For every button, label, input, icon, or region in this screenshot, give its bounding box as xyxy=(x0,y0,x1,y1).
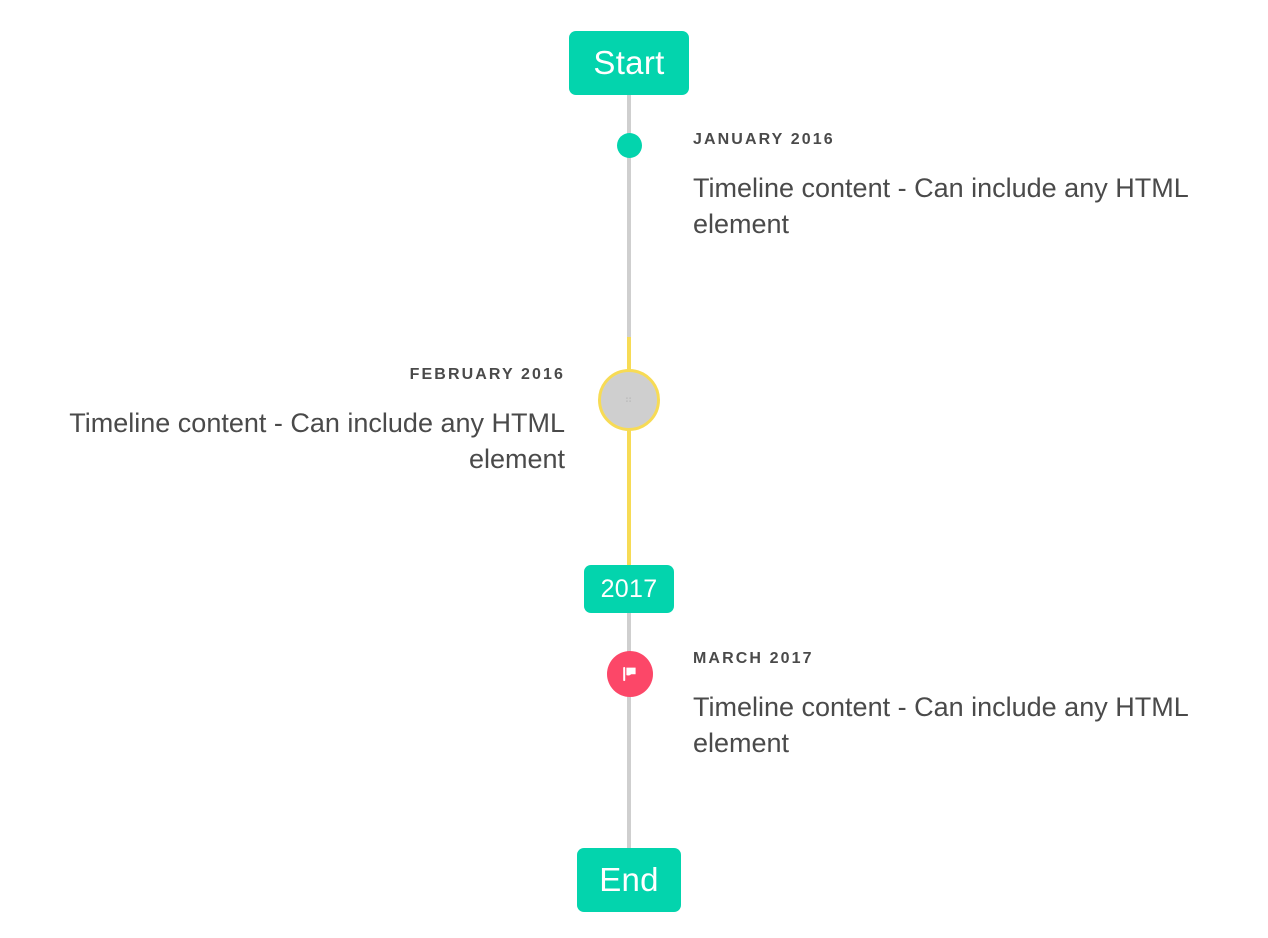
timeline-start-badge[interactable]: Start xyxy=(569,31,689,95)
timeline-entry-january: JANUARY 2016 Timeline content - Can incl… xyxy=(693,131,1233,243)
timeline-entry-body: Timeline content - Can include any HTML … xyxy=(693,173,1188,239)
timeline-entry-february: FEBRUARY 2016 Timeline content - Can inc… xyxy=(40,366,565,478)
timeline-entry-march: MARCH 2017 Timeline content - Can includ… xyxy=(693,650,1233,762)
timeline-entry-date: FEBRUARY 2016 xyxy=(409,366,565,383)
timeline-marker-dot-icon[interactable] xyxy=(617,133,642,158)
timeline-marker-flag-icon[interactable] xyxy=(607,651,653,697)
timeline-rail-bottom xyxy=(627,609,631,854)
timeline-rail-top xyxy=(627,92,631,337)
timeline-end-badge[interactable]: End xyxy=(577,848,681,912)
timeline-year-badge[interactable]: 2017 xyxy=(584,565,674,613)
timeline-entry-body: Timeline content - Can include any HTML … xyxy=(693,692,1188,758)
timeline-entry-date: JANUARY 2016 xyxy=(693,131,835,148)
timeline-marker-ring-icon[interactable]: ⠶ xyxy=(598,369,660,431)
timeline-entry-date: MARCH 2017 xyxy=(693,650,814,667)
timeline-entry-body: Timeline content - Can include any HTML … xyxy=(69,408,565,474)
timeline-marker-glyph-icon: ⠶ xyxy=(624,393,634,406)
timeline-rail-highlight xyxy=(627,337,631,569)
